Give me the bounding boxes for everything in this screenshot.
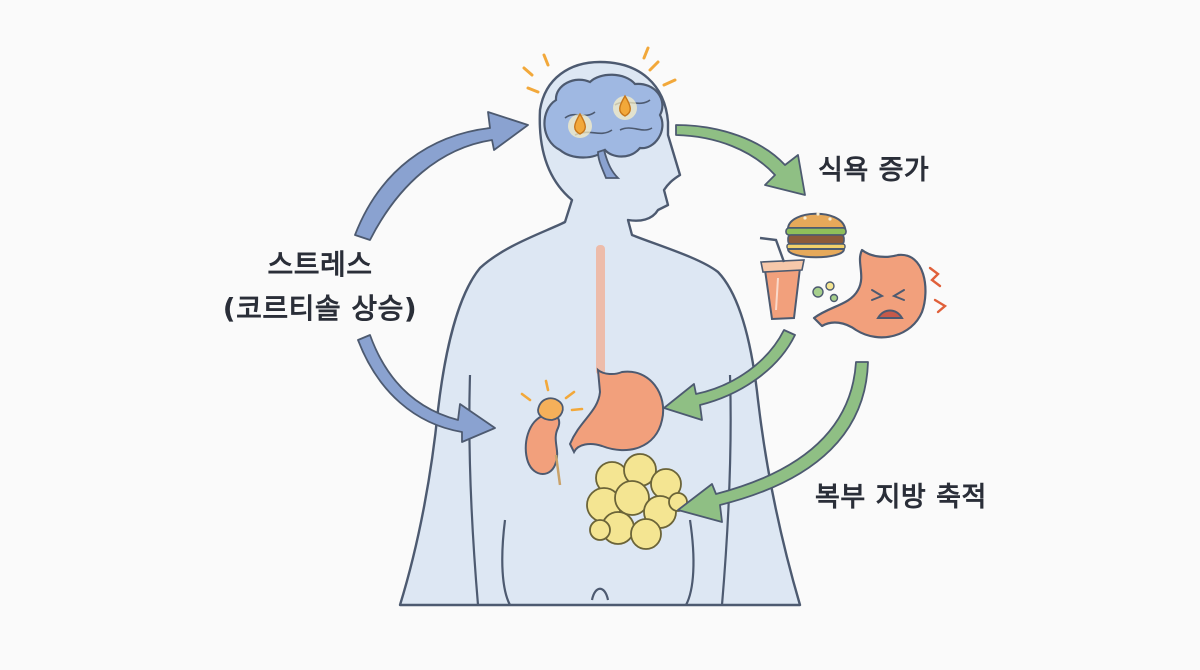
arrow-brain-to-appetite <box>675 124 806 196</box>
adrenal-gland-icon <box>520 379 584 486</box>
sick-stomach-icon <box>812 248 948 339</box>
stress-label: 스트레스 (코르티솔 상승) <box>210 243 430 331</box>
burger-icon <box>785 212 847 259</box>
arrow-to-fat-cells <box>677 361 869 523</box>
arrow-stress-to-brain <box>354 111 529 241</box>
arrow-food-to-stomach <box>663 329 796 421</box>
brain-icon <box>543 73 664 179</box>
stomach-icon <box>568 367 665 455</box>
appetite-increase-label: 식욕 증가 <box>818 155 930 186</box>
food-crumbs <box>812 281 839 303</box>
stress-label-line2: (코르티솔 상승) <box>222 292 418 325</box>
arrow-stress-to-adrenal <box>357 334 496 443</box>
abdominal-fat-label: 복부 지방 축적 <box>815 482 987 513</box>
soda-cup-icon <box>759 236 805 321</box>
stress-label-line1: 스트레스 <box>267 248 373 281</box>
brain-sparks <box>522 46 677 94</box>
fat-cells-icon <box>586 453 688 550</box>
esophagus <box>596 245 605 375</box>
